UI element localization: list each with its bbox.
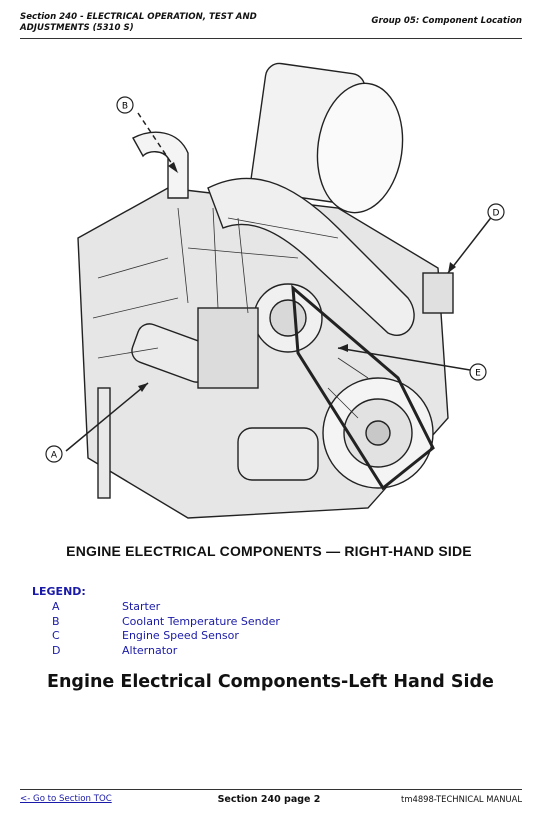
manual-id: tm4898-TECHNICAL MANUAL <box>401 794 522 804</box>
callout-d: D <box>493 209 500 219</box>
legend-label: Alternator <box>122 643 178 657</box>
section-title: Section 240 - ELECTRICAL OPERATION, TEST… <box>20 12 257 33</box>
legend-item: A Starter <box>52 600 280 615</box>
legend-item: B Coolant Temperature Sender <box>52 615 280 630</box>
header-divider <box>20 38 522 39</box>
figure-caption: ENGINE ELECTRICAL COMPONENTS — RIGHT-HAN… <box>66 543 472 559</box>
callout-b: B <box>122 102 128 112</box>
callout-a: A <box>51 451 58 461</box>
group-title: Group 05: Component Location <box>371 16 522 26</box>
legend-label: Coolant Temperature Sender <box>122 614 280 628</box>
legend-item: C Engine Speed Sensor <box>52 629 280 644</box>
footer-divider <box>20 789 522 790</box>
toc-link[interactable]: <- Go to Section TOC <box>20 794 112 804</box>
legend-key: D <box>52 643 61 657</box>
legend-item: D Alternator <box>52 644 280 659</box>
page-label: Section 240 page 2 <box>217 794 321 805</box>
engine-illustration: B A D E <box>45 62 505 519</box>
legend-key: C <box>52 629 60 643</box>
legend-list: A Starter B Coolant Temperature Sender C… <box>52 600 280 658</box>
callout-e: E <box>475 369 481 379</box>
page-subtitle: Engine Electrical Components-Left Hand S… <box>47 672 494 692</box>
legend-key: A <box>52 600 60 613</box>
legend-key: B <box>52 614 60 628</box>
legend-title: LEGEND: <box>32 585 86 598</box>
legend-label: Engine Speed Sensor <box>122 629 239 643</box>
legend-label: Starter <box>122 600 161 613</box>
